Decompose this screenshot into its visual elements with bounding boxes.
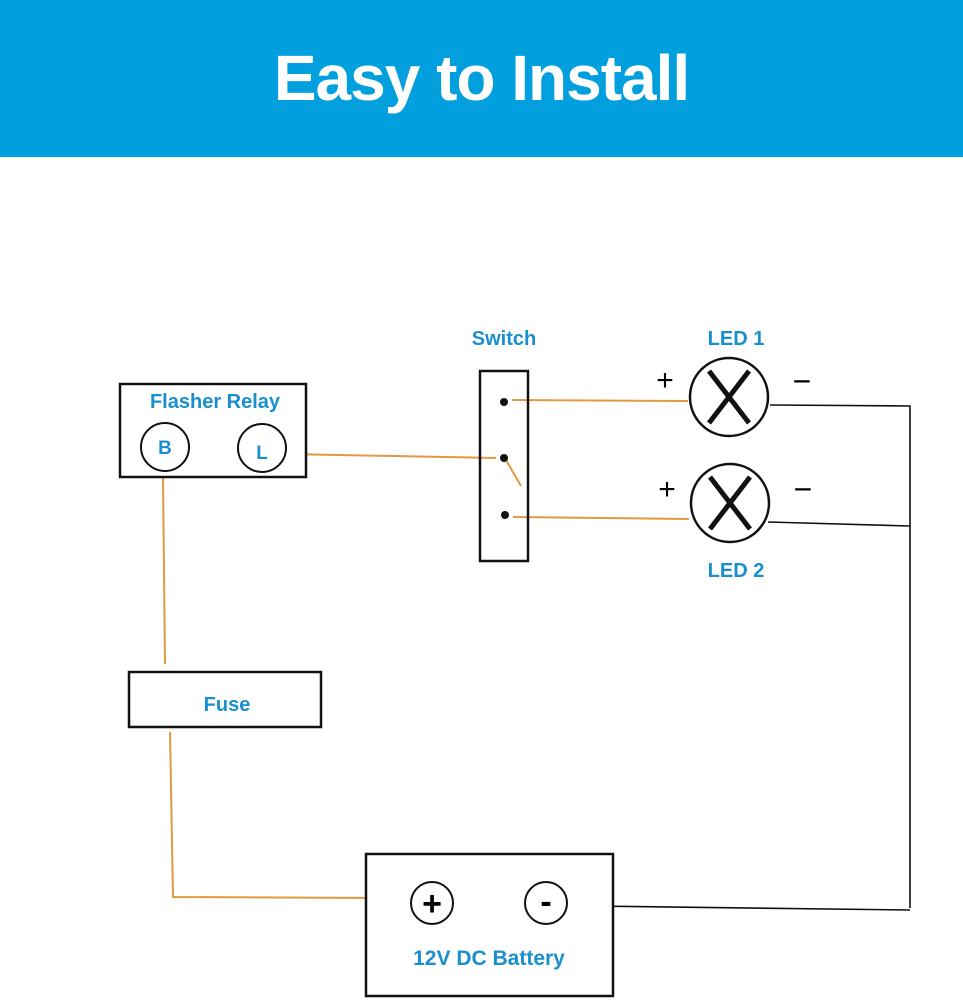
terminal-b <box>140 422 190 472</box>
flasher-relay-label: Flasher Relay <box>150 391 281 413</box>
ground-wires <box>587 404 911 911</box>
led2-label: LED 2 <box>708 560 765 582</box>
switch-lever <box>505 459 522 487</box>
terminal-l <box>237 423 287 473</box>
wire-switch-to-led2 <box>512 516 690 520</box>
battery-label: 12V DC Battery <box>413 947 565 970</box>
battery-minus-terminal <box>524 881 568 925</box>
fuse-label: Fuse <box>204 694 251 716</box>
wire-led2-to-ground <box>767 521 911 527</box>
led2-minus: − <box>794 471 813 507</box>
battery: + - 12V DC Battery <box>364 852 615 998</box>
led1-plus: + <box>656 364 674 397</box>
wire-fuse-to-battery <box>169 731 393 899</box>
switch-contact-top <box>500 398 508 406</box>
led1-label: LED 1 <box>708 328 765 350</box>
battery-minus: - <box>540 883 551 921</box>
header-banner: Easy to Install <box>0 0 963 157</box>
led-2: + − LED 2 <box>658 462 813 582</box>
switch-contact-bottom <box>501 511 509 519</box>
wire-relay-b-to-fuse <box>162 477 166 665</box>
page-title: Easy to Install <box>273 42 690 114</box>
terminal-b-label: B <box>158 438 172 459</box>
terminal-l-label: L <box>256 443 268 464</box>
wire-battery-minus-to-ground <box>587 905 911 911</box>
led-1: LED 1 + − <box>656 328 812 438</box>
switch-contact-common <box>500 454 508 462</box>
wire-switch-to-led1 <box>511 399 689 402</box>
wire-led1-to-ground <box>769 404 911 908</box>
fuse: Fuse <box>127 670 323 729</box>
led2-plus: + <box>658 473 676 506</box>
switch: Switch <box>472 328 536 563</box>
hot-wires <box>162 399 690 899</box>
battery-plus-terminal <box>410 881 454 925</box>
led1-minus: − <box>793 363 812 399</box>
battery-plus: + <box>422 885 442 923</box>
switch-label: Switch <box>472 328 536 350</box>
flasher-relay: Flasher Relay B L <box>118 382 308 479</box>
wire-l-to-switch <box>285 453 497 459</box>
